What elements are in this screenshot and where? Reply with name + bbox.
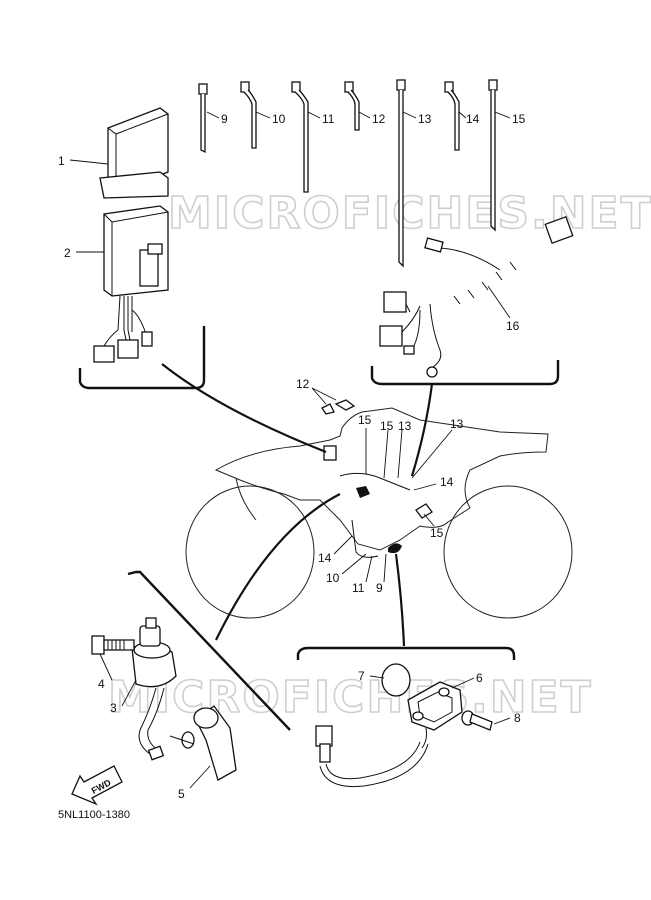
forward-direction-arrow: FWD	[71, 765, 123, 806]
callout-8: 8	[514, 711, 521, 725]
leader-sensor	[394, 553, 406, 647]
callout-10-bike: 10	[326, 571, 340, 585]
callout-7: 7	[358, 669, 365, 683]
callout-13: 13	[418, 112, 432, 126]
cable-tie-15[interactable]	[488, 79, 498, 232]
cable-tie-9[interactable]	[198, 83, 208, 154]
wire-harness[interactable]	[379, 216, 574, 378]
watermark-top: MICROFICHES.NET	[168, 188, 651, 239]
group-bracket-cdi	[78, 326, 206, 390]
group-bracket-harness	[370, 360, 560, 386]
spark-plug-cap[interactable]	[169, 705, 237, 781]
leader-harness	[410, 383, 434, 477]
o-ring[interactable]	[381, 663, 411, 697]
callout-15-bike-b: 15	[380, 419, 394, 433]
cdi-unit[interactable]	[99, 107, 169, 199]
callout-14-bike-b: 14	[318, 551, 332, 565]
callout-5: 5	[178, 787, 185, 801]
cable-tie-13[interactable]	[396, 79, 406, 268]
leader-cdi	[161, 363, 327, 454]
callout-1: 1	[58, 154, 65, 168]
callout-15-bike-c: 15	[430, 526, 444, 540]
callout-12: 12	[372, 112, 386, 126]
callout-15-bike-a: 15	[358, 413, 372, 427]
callout-4: 4	[98, 677, 105, 691]
coil-location-marker	[356, 486, 370, 498]
cdi-rubber-band[interactable]	[103, 205, 169, 297]
callout-15: 15	[512, 112, 526, 126]
sensor-body[interactable]	[407, 681, 463, 749]
callout-11: 11	[322, 112, 335, 126]
callout-2: 2	[64, 246, 71, 260]
callout-16: 16	[506, 319, 520, 333]
motorcycle-silhouette	[185, 407, 573, 619]
callout-13-bike-a: 13	[398, 419, 412, 433]
callout-9: 9	[221, 112, 228, 126]
cable-tie-10[interactable]	[240, 81, 257, 149]
group-bracket-coil	[127, 570, 291, 731]
callout-6: 6	[476, 671, 483, 685]
cable-tie-14[interactable]	[444, 81, 460, 151]
callout-12-bike: 12	[296, 377, 310, 391]
screw-8[interactable]	[461, 710, 493, 731]
ignition-coil[interactable]	[131, 617, 177, 761]
cable-tie-12[interactable]	[344, 81, 360, 131]
bolt-4[interactable]	[91, 635, 135, 655]
group-bracket-sensor	[296, 646, 516, 660]
cdi-wire-harness	[93, 295, 153, 363]
callout-14-bike-a: 14	[440, 475, 454, 489]
callout-10: 10	[272, 112, 286, 126]
leader-ignition-coil	[215, 493, 341, 641]
callout-14: 14	[466, 112, 480, 126]
diagram-code: 5NL1100-1380	[58, 809, 130, 821]
sensor-cable	[315, 725, 429, 788]
cable-tie-11[interactable]	[291, 81, 309, 193]
watermark-bottom: MICROFICHES.NET	[108, 672, 593, 723]
callout-11-bike: 11	[352, 581, 365, 595]
sensor-location-marker	[388, 543, 402, 554]
cdi-location-marker	[323, 445, 337, 461]
callout-13-bike-b: 13	[450, 417, 464, 431]
callout-3: 3	[110, 701, 117, 715]
callout-9-bike: 9	[376, 581, 383, 595]
